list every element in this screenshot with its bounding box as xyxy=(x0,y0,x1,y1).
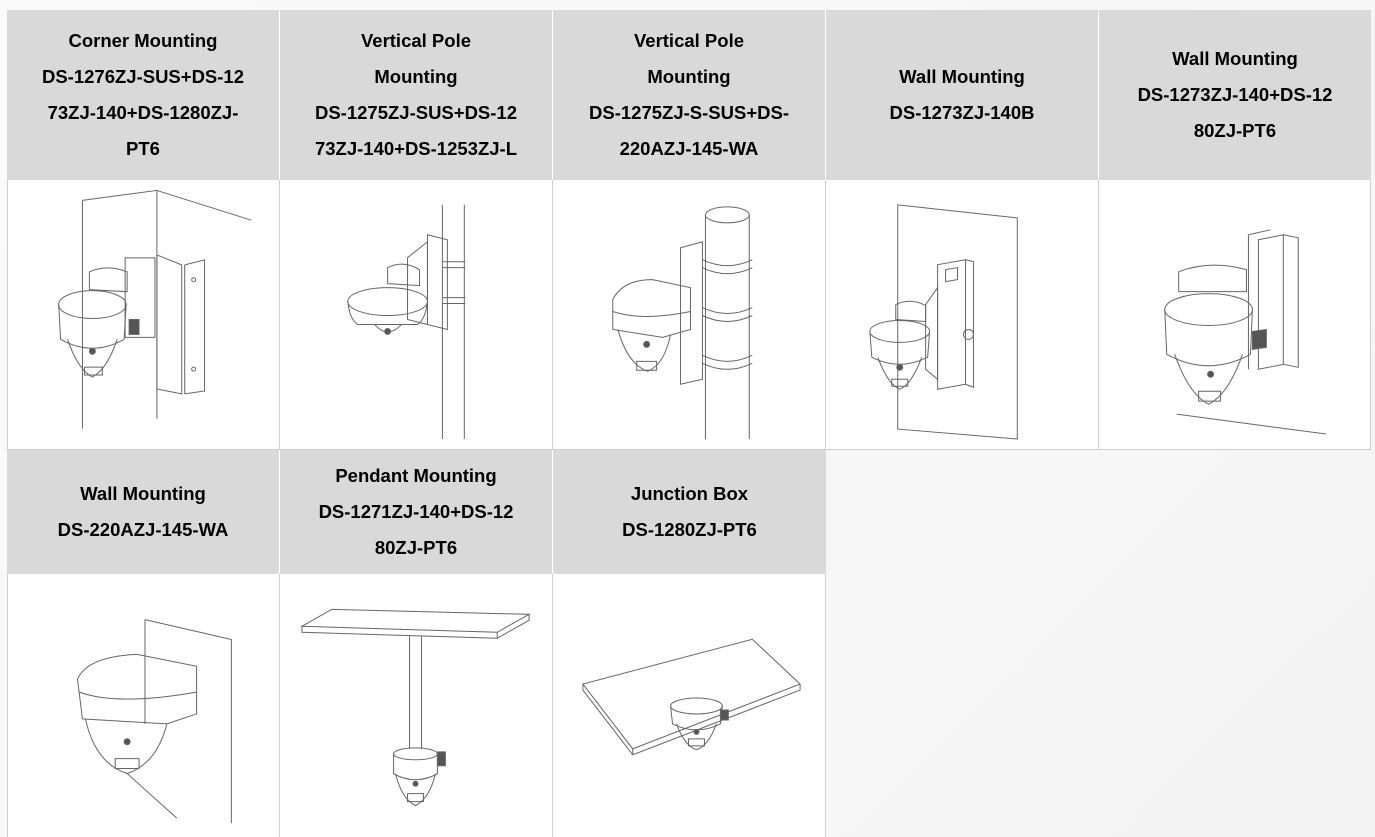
table-header-cell: Junction Box DS-1280ZJ-PT6 xyxy=(553,450,826,574)
vertical-pole-mount-illustration xyxy=(280,180,553,450)
header-text: Wall Mounting DS-1273ZJ-140B xyxy=(889,66,1035,123)
table-header-cell: Pendant Mounting DS-1271ZJ-140+DS-12 80Z… xyxy=(280,450,553,574)
pendant-mount-illustration xyxy=(280,574,553,837)
header-text: Junction Box DS-1280ZJ-PT6 xyxy=(622,483,757,540)
header-text: Wall Mounting DS-1273ZJ-140+DS-12 80ZJ-P… xyxy=(1137,48,1333,141)
header-text: Vertical Pole Mounting DS-1275ZJ-S-SUS+D… xyxy=(589,30,789,159)
table-header-cell: Vertical Pole Mounting DS-1275ZJ-SUS+DS-… xyxy=(280,10,553,180)
header-text: Pendant Mounting DS-1271ZJ-140+DS-12 80Z… xyxy=(318,465,514,558)
header-text: Corner Mounting DS-1276ZJ-SUS+DS-12 73ZJ… xyxy=(41,30,245,159)
table-header-cell: Corner Mounting DS-1276ZJ-SUS+DS-12 73ZJ… xyxy=(7,10,280,180)
table-header-cell: Vertical Pole Mounting DS-1275ZJ-S-SUS+D… xyxy=(553,10,826,180)
junction-box-illustration xyxy=(553,574,826,837)
wall-mount-140b-illustration xyxy=(826,180,1099,450)
corner-mount-illustration xyxy=(7,180,280,450)
mounting-table: Corner Mounting DS-1276ZJ-SUS+DS-12 73ZJ… xyxy=(7,10,1371,837)
wall-mount-pt6-illustration xyxy=(1099,180,1371,450)
wall-mount-wa-illustration xyxy=(7,574,280,837)
vertical-pole-mount-wa-illustration xyxy=(553,180,826,450)
header-text: Wall Mounting DS-220AZJ-145-WA xyxy=(57,483,229,540)
table-header-cell: Wall Mounting DS-220AZJ-145-WA xyxy=(7,450,280,574)
table-header-cell: Wall Mounting DS-1273ZJ-140+DS-12 80ZJ-P… xyxy=(1099,10,1371,180)
table-header-cell: Wall Mounting DS-1273ZJ-140B xyxy=(826,10,1099,180)
header-text: Vertical Pole Mounting DS-1275ZJ-SUS+DS-… xyxy=(314,30,518,159)
